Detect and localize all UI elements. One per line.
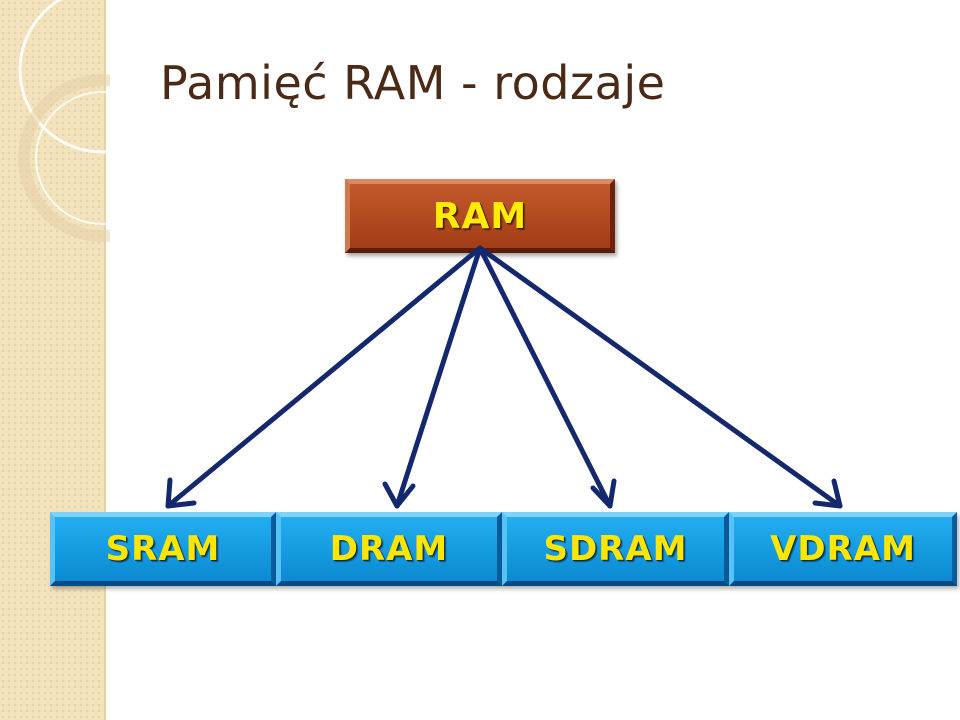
sdram-node: SDRAM bbox=[502, 512, 729, 586]
arrowhead-vdram bbox=[812, 478, 843, 509]
vdram-node-label: VDRAM bbox=[770, 529, 916, 569]
sdram-node-label: SDRAM bbox=[543, 529, 688, 569]
vdram-node: VDRAM bbox=[729, 512, 957, 586]
slide-title: Pamięć RAM - rodzaje bbox=[160, 56, 666, 110]
arrow-to-vdram bbox=[477, 245, 843, 509]
arrow-to-sdram bbox=[477, 245, 613, 509]
decorative-circles bbox=[18, 0, 110, 242]
arrowhead-sdram bbox=[590, 478, 617, 509]
arrowhead-dram bbox=[382, 481, 416, 509]
sram-node: SRAM bbox=[50, 512, 276, 586]
arrow-to-sram bbox=[165, 245, 483, 509]
dram-node: DRAM bbox=[276, 512, 502, 586]
ram-node-label: RAM bbox=[432, 195, 528, 237]
dram-node-label: DRAM bbox=[329, 529, 449, 569]
sram-node-label: SRAM bbox=[105, 529, 221, 569]
arrowhead-sram bbox=[165, 477, 197, 509]
decorative-side-strip bbox=[0, 0, 106, 720]
arrow-to-dram bbox=[394, 245, 483, 509]
ram-node: RAM bbox=[345, 179, 615, 253]
